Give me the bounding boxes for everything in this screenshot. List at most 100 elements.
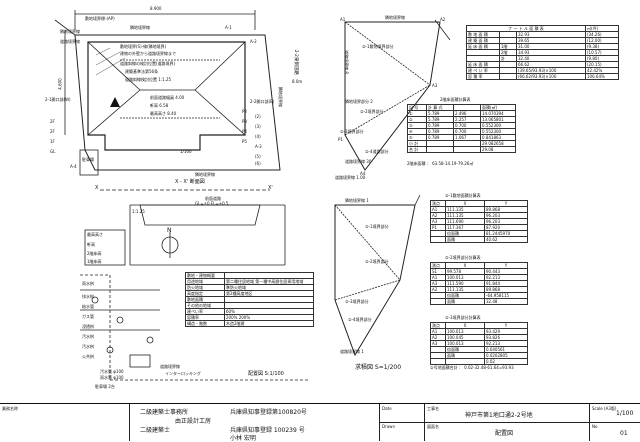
tb-no-value: 01	[620, 430, 628, 437]
site-label-1: 隣地境界線	[130, 25, 150, 30]
left-label-2: 雨水桝	[82, 281, 94, 286]
site-label-4: 2-2開口部(E)	[250, 99, 275, 104]
dim-top: 8.900	[150, 6, 162, 11]
table-row: 構造・階数木造2階建	[185, 320, 314, 327]
site-label-25: 1/100	[180, 149, 192, 154]
tb-drawn-label: Drawn	[382, 424, 395, 429]
site-label-26: 2F	[50, 119, 55, 124]
site-label-15: A-4	[70, 164, 77, 169]
area-triangles-drawing	[334, 19, 451, 357]
site-label-13: A-2	[250, 39, 257, 44]
site-note-7: 最高高さ 8.40	[150, 111, 177, 116]
tb-office-cell: 二級建築士事務所 兵庫県知事登録第100820号 由正設計工房 二級建築士 兵庫…	[130, 404, 380, 442]
tri2-top: 隣地境界線 1	[345, 198, 369, 203]
site-label-9: 2-2東側道路	[292, 49, 298, 75]
tb-no-label: No	[592, 424, 598, 429]
tb-project-label: 業務名称	[2, 406, 18, 411]
tb-sheet-value: 配置図	[495, 430, 514, 437]
tb-divider	[380, 422, 640, 423]
site-note-0: 敷地境界(S)-線(隣地境界)	[120, 44, 167, 49]
tb-office-reg: 兵庫県知事登録第100820号	[230, 409, 307, 416]
tri1-vtx-1: A2	[440, 17, 446, 22]
site-label-12: A-1	[225, 25, 232, 30]
left-label-7: 汚水桝	[82, 334, 94, 339]
tb-project-cell: 業務名称	[0, 404, 130, 441]
building-table-footnote: 2階床面積 ： 63.58-14.19-79.26㎡	[407, 161, 474, 166]
height-label-2: 軒高	[87, 242, 95, 247]
section-title: X - X' 断面図	[175, 179, 205, 185]
site-label-17: (3)	[255, 124, 261, 129]
site-label-21: P2	[242, 109, 247, 114]
table-row: 0.02	[430, 358, 528, 365]
tb-office-line1: 二級建築士事務所	[140, 409, 189, 416]
bottom-label-4: 駐車場 2台	[95, 384, 115, 389]
tri1-edge-2: 隣地境界部分 2	[345, 99, 373, 104]
site-note-3: 建築基準法第56条	[125, 69, 159, 74]
tri1-vtx-4: P1	[338, 137, 343, 142]
bottom-label-3: インターロッキング	[165, 371, 201, 376]
left-label-9: 公共桝	[82, 354, 94, 359]
tri1-edge-1: 道路境界線 8	[343, 50, 349, 74]
tri1-vtx-3: A4	[360, 171, 366, 176]
bottom-label-0: 汚水管 φ100	[100, 369, 124, 374]
tri1-s1: ②-1敷地境界部分	[362, 44, 394, 49]
left-label-8: 汚水桝	[82, 344, 94, 349]
site-label-27: 2F	[50, 129, 55, 134]
tb-architect-line1: 二級建築士	[140, 427, 171, 434]
site-label-0: 敷地境界標-(AP)	[85, 16, 115, 21]
tri1-vtx-2: A3	[432, 83, 438, 88]
coord-footnote: ②号地面積合計 ： 0.02-32.48-61.64=93.93	[430, 365, 514, 370]
tb-office-line2: 由正設計工房	[175, 418, 212, 425]
summary-table: 敷地・建物概要 用途地域第二種住居地域 第一種中高層住居専用地域 防火地域準防火…	[185, 272, 314, 327]
left-label-5: ガス管	[82, 314, 94, 319]
site-label-3: 隣地境界線	[195, 172, 215, 177]
site-plan-drawing	[54, 10, 310, 381]
site-label-22: P3	[242, 119, 247, 124]
dim-left: 4.600	[57, 78, 63, 90]
tb-date-label: Date	[382, 406, 392, 411]
site-note-6: 軒高 6.58	[150, 103, 169, 108]
left-label-4: 給水管	[82, 304, 94, 309]
tb-architect-reg: 兵庫県知事登録 100239 号	[230, 427, 305, 434]
tb-architect-name: 小林 宏明	[230, 435, 256, 442]
tri2-s1: ②-1境界部分	[365, 224, 389, 229]
coord-table-2-title: ②-3境界部分計算表	[445, 315, 481, 320]
tri1-vtx-0: A1	[340, 17, 346, 22]
site-label-5: 2-1開口部(W)	[45, 97, 71, 102]
height-label-4: 1階床高	[87, 259, 102, 264]
coord-table-0-title: ②-1敷地面積計算表	[445, 193, 481, 198]
bottom-label-1: 雨水管 φ100	[100, 375, 124, 380]
tb-work-value: 神戸市第1地口通2-2号地	[465, 412, 533, 419]
site-label-14: A-3	[255, 144, 262, 149]
tb-scale-value: 1/100	[616, 410, 634, 417]
height-label-1: 最高高さ	[87, 232, 103, 237]
tri2-s3: ②-3境界部分	[345, 299, 369, 304]
tri2-s2: ②-2境界部分	[365, 259, 389, 264]
tb-scale-cell: Scale (A3版) 1/100 No 01	[590, 404, 640, 441]
site-label-16: (2)	[255, 114, 261, 119]
tri1-s3: ②-3境界部分	[340, 129, 364, 134]
left-label-0: 隣地境界線	[60, 29, 80, 34]
coord-table-1-title: ②-2境界部分計算表	[445, 255, 481, 260]
tri1-s2: ②-2境界部分	[360, 109, 384, 114]
site-label-20: (6)	[255, 161, 261, 166]
site-label-29: GL	[50, 149, 56, 154]
site-note-4: 道路斜線検討位置 1:1.25	[125, 77, 172, 82]
site-note-1: 建物の外壁から道路境界線まで	[120, 51, 176, 56]
height-label-3: 2階床高	[87, 251, 102, 256]
tri1-edge-4: 道路境界線 1.00	[335, 175, 366, 180]
title-block: 業務名称 二級建築士事務所 兵庫県知事登録第100820号 由正設計工房 二級建…	[0, 403, 640, 442]
site-label-6: X	[95, 185, 99, 191]
tb-scale-label: Scale (A3版)	[592, 406, 617, 411]
building-table-title: 2階床面積計算表	[440, 97, 471, 102]
site-label-24: P5	[242, 139, 247, 144]
